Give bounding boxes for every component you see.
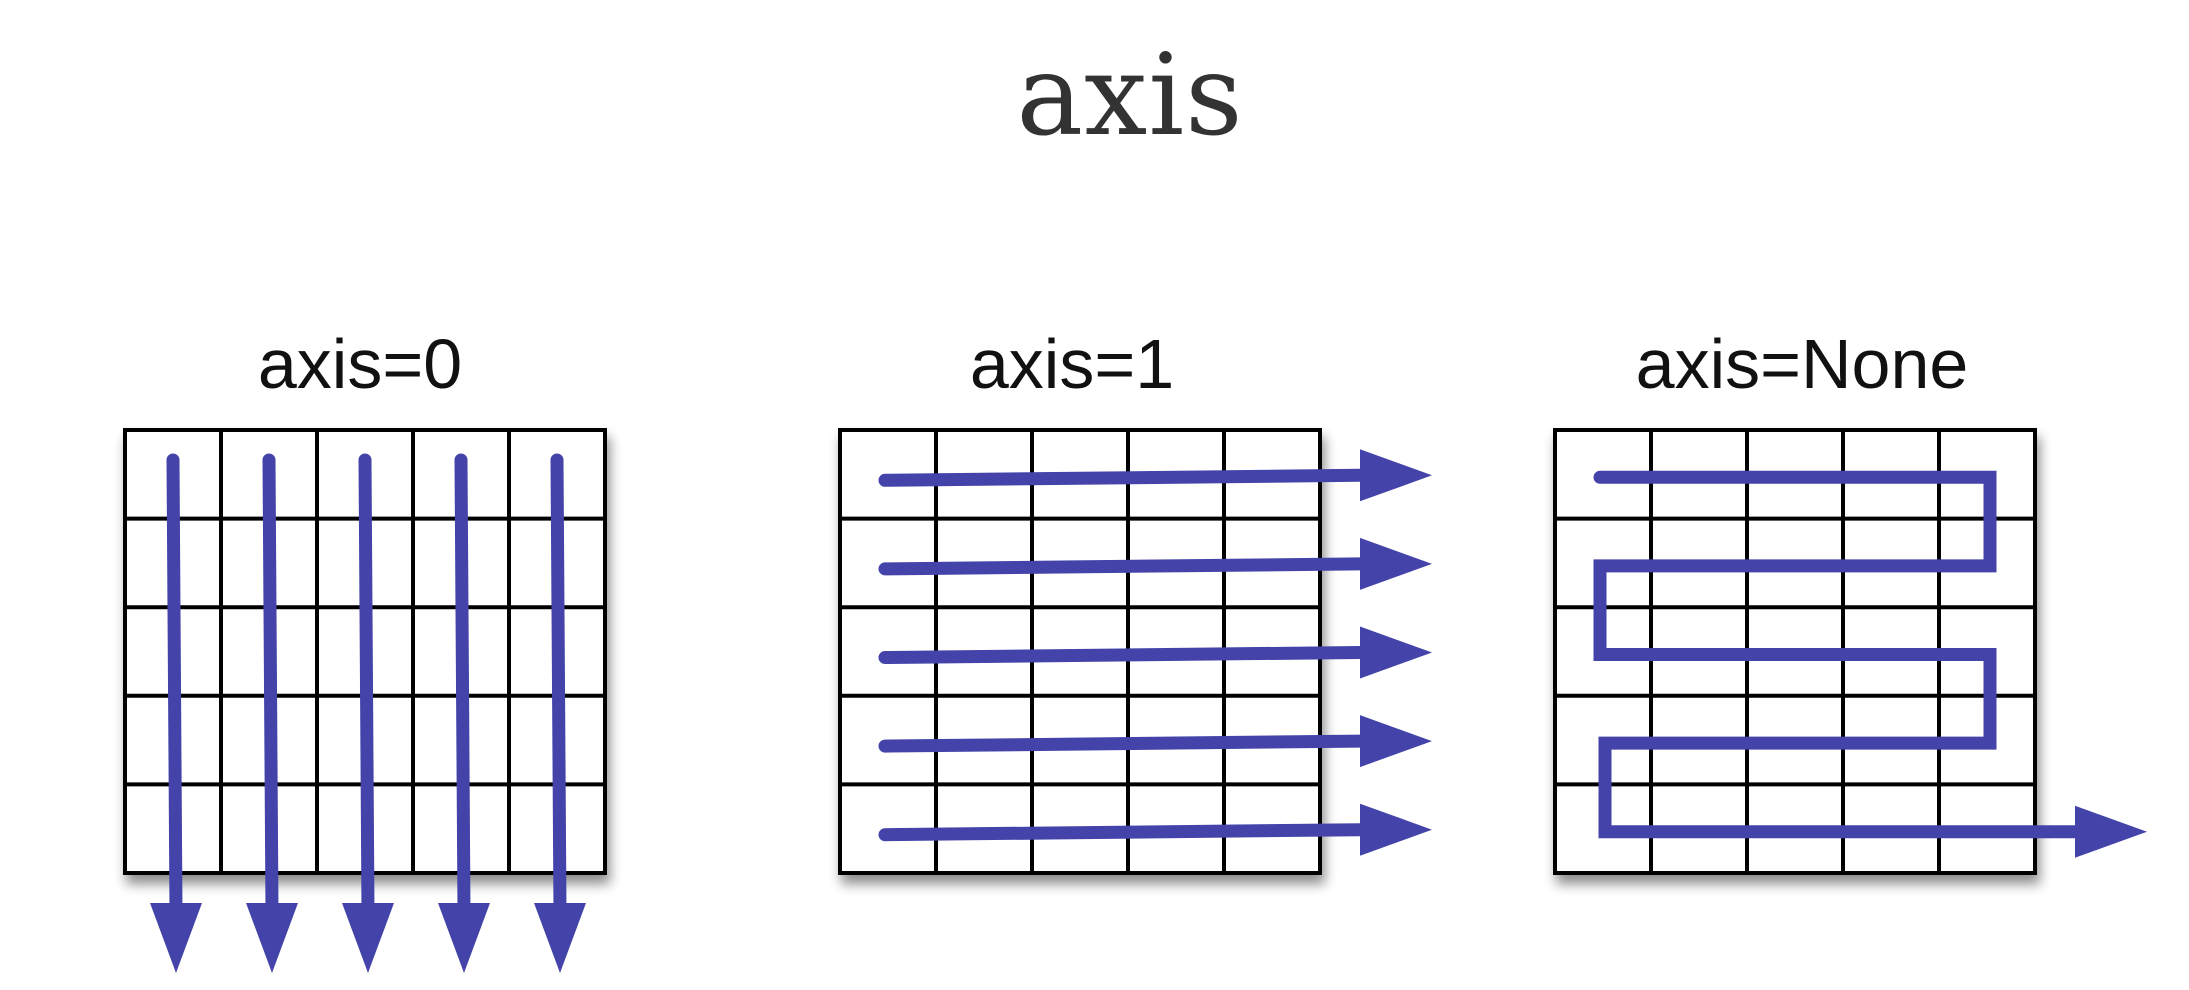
arrow-head-right (2075, 805, 2147, 858)
arrow-shaft-right (878, 646, 1367, 664)
arrow-head-down (534, 903, 586, 973)
arrow-head-down (438, 903, 490, 973)
panel-label-axis-none: axis=None (1636, 325, 1969, 403)
arrow-head-down (246, 903, 298, 973)
snake-path (1593, 470, 2082, 839)
arrow-shaft-down (358, 453, 375, 920)
arrow-head-right (1360, 626, 1432, 679)
arrow-shaft-down (454, 453, 471, 920)
arrow-head-down (150, 903, 202, 973)
arrows-axis-none (1593, 470, 2147, 858)
arrow-shaft-down (550, 453, 567, 920)
arrow-shaft-down (262, 453, 279, 920)
arrow-head-right (1360, 803, 1432, 856)
arrow-shaft-right (878, 557, 1367, 576)
arrow-head-right (1360, 537, 1432, 590)
arrow-shaft-right (878, 734, 1367, 753)
arrow-shaft-right (878, 468, 1367, 487)
arrow-shaft-right (878, 823, 1367, 842)
arrow-head-right (1360, 449, 1432, 502)
panel-label-axis-1: axis=1 (970, 325, 1174, 403)
arrow-head-right (1360, 715, 1432, 768)
panel-axis-none: axis=None (1553, 325, 2147, 875)
panel-axis-1: axis=1 (838, 325, 1432, 875)
arrows-axis-0 (150, 453, 586, 973)
arrows-axis-1 (878, 449, 1432, 856)
slide-title: axis (1016, 31, 1244, 161)
arrow-head-down (342, 903, 394, 973)
panel-label-axis-0: axis=0 (258, 325, 462, 403)
arrow-shaft-down (166, 453, 183, 920)
panel-axis-0: axis=0 (123, 325, 607, 973)
